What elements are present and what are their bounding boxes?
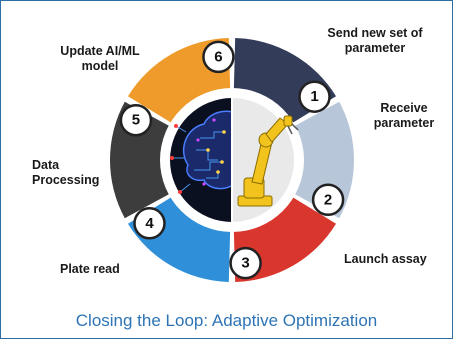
center-disc [160,88,304,232]
step-badges: 1 2 3 4 5 6 [119,40,345,280]
step-label-5: Data Processing [32,158,100,187]
step-number-6: 6 [214,48,222,65]
step-label-4: Plate read [60,262,120,276]
step-number-3: 3 [241,255,249,272]
step-badge-2: 2 [311,183,345,217]
step-label-3: Launch assay [344,252,427,266]
robotic-arm-icon [232,98,299,222]
step-badge-3: 3 [229,246,262,280]
step-number-1: 1 [310,88,318,105]
ai-brain-circuit-icon [170,98,232,222]
diagram-caption: Closing the Loop: Adaptive Optimization [75,311,378,330]
step-number-5: 5 [132,112,140,129]
step-badge-5: 5 [119,103,153,137]
step-number-4: 4 [145,215,154,232]
step-badge-1: 1 [298,80,331,113]
step-label-2: Receive parameter [373,101,435,130]
step-badge-6: 6 [202,40,235,74]
step-label-1: Send new set of parameter [327,26,423,55]
step-label-6: Update AI/ML model [60,44,140,73]
step-number-2: 2 [324,191,332,208]
step-badge-4: 4 [133,207,166,240]
